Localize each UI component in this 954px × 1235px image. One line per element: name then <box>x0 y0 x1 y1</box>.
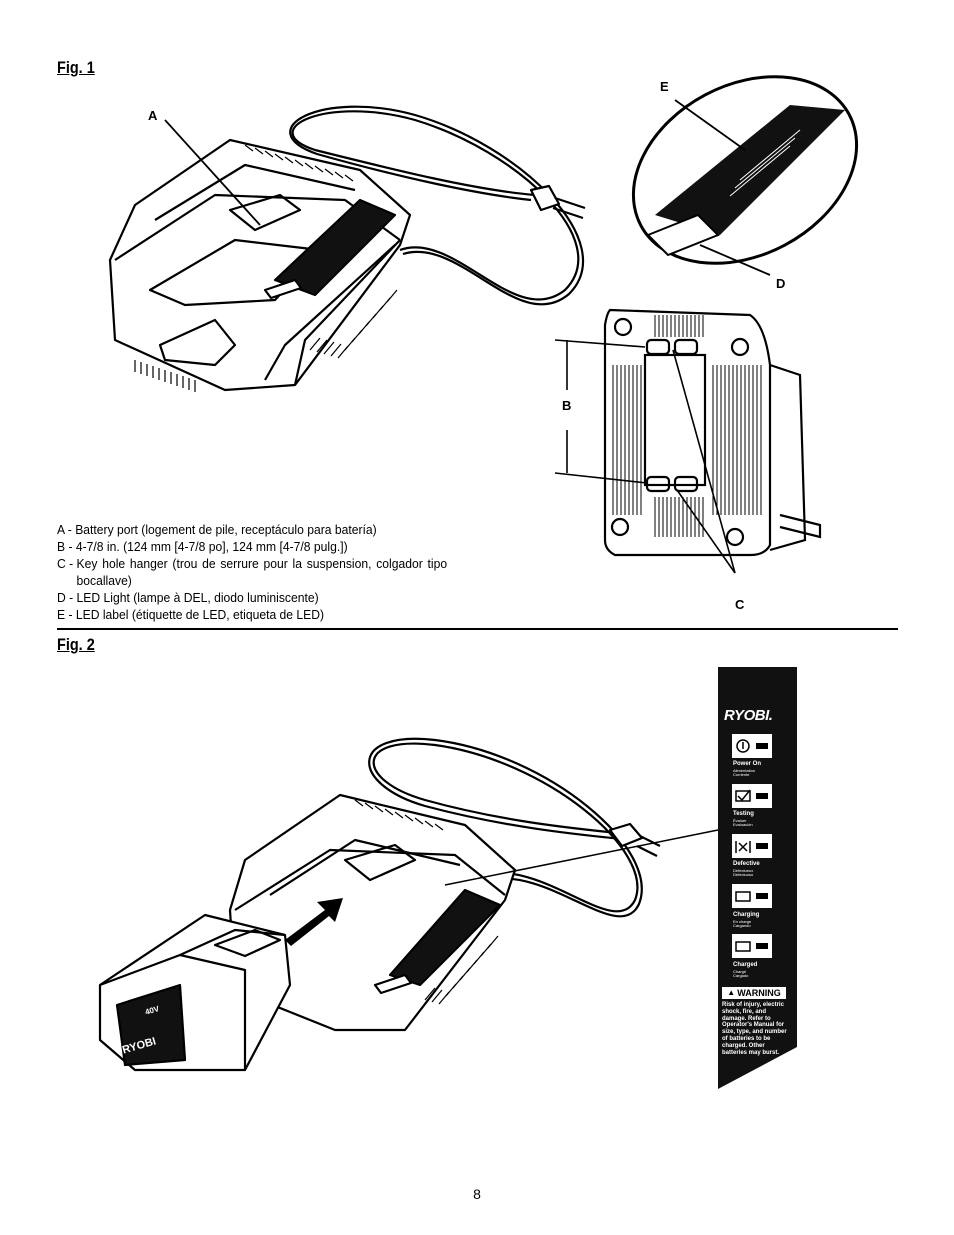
label-item-sub: Evaluación <box>733 822 753 827</box>
callout-a: A <box>148 108 158 123</box>
legend-item: B - 4-7/8 in. (124 mm [4-7/8 po], 124 mm… <box>57 539 348 554</box>
callout-b: B <box>562 398 572 413</box>
label-item-sub: Cargado <box>733 973 749 978</box>
fig1-legend: A - Battery port (logement de pile, rece… <box>57 521 447 623</box>
label-item-title: Charged <box>733 962 758 968</box>
callout-c: C <box>735 597 745 612</box>
label-item-title: Power On <box>733 761 762 767</box>
charger-with-battery-illustration <box>98 737 719 1072</box>
callout-e: E <box>660 79 669 94</box>
warning-triangle-icon: ▲ <box>727 988 736 997</box>
label-item-sub: Chargé <box>733 969 747 974</box>
section-divider <box>57 628 898 630</box>
charger-top-illustration <box>108 105 586 392</box>
callout-d: D <box>776 276 786 291</box>
label-item-title: Charging <box>733 912 760 918</box>
label-item-title: Testing <box>733 811 754 817</box>
warning-box: ▲ WARNING <box>722 987 786 999</box>
label-item-sub: Évaluer <box>733 818 747 823</box>
label-brand: RYOBI. <box>724 707 773 724</box>
label-item-sub: Défectueux <box>733 868 754 873</box>
legend-item: A - Battery port (logement de pile, rece… <box>57 522 377 537</box>
fig1-title: Fig. 1 <box>57 58 95 77</box>
legend-item: C - Key hole hanger (trou de serrure pou… <box>57 556 448 588</box>
legend-item: E - LED label (étiquette de LED, etiquet… <box>57 607 325 622</box>
label-item-sub: En charge <box>733 919 752 924</box>
label-item-sub: Cargando <box>733 923 751 928</box>
charger-back-illustration <box>554 308 822 574</box>
warning-text: Risk of injury, electric shock, fire, an… <box>722 1002 787 1056</box>
label-item-sub: Corriente <box>733 772 750 777</box>
page-number: 8 <box>473 1186 481 1202</box>
legend-item: D - LED Light (lampe à DEL, diodo lumini… <box>57 590 319 605</box>
label-item-sub: Alimentation <box>733 768 756 773</box>
fig2-title: Fig. 2 <box>57 635 95 654</box>
led-label-panel: RYOBI. Power On Alimentation Corriente T… <box>718 667 797 1089</box>
label-item-sub: Defectuoso <box>733 872 754 877</box>
led-label-closeup <box>631 75 859 276</box>
warning-title: WARNING <box>737 987 781 998</box>
label-item-title: Defective <box>733 861 760 867</box>
